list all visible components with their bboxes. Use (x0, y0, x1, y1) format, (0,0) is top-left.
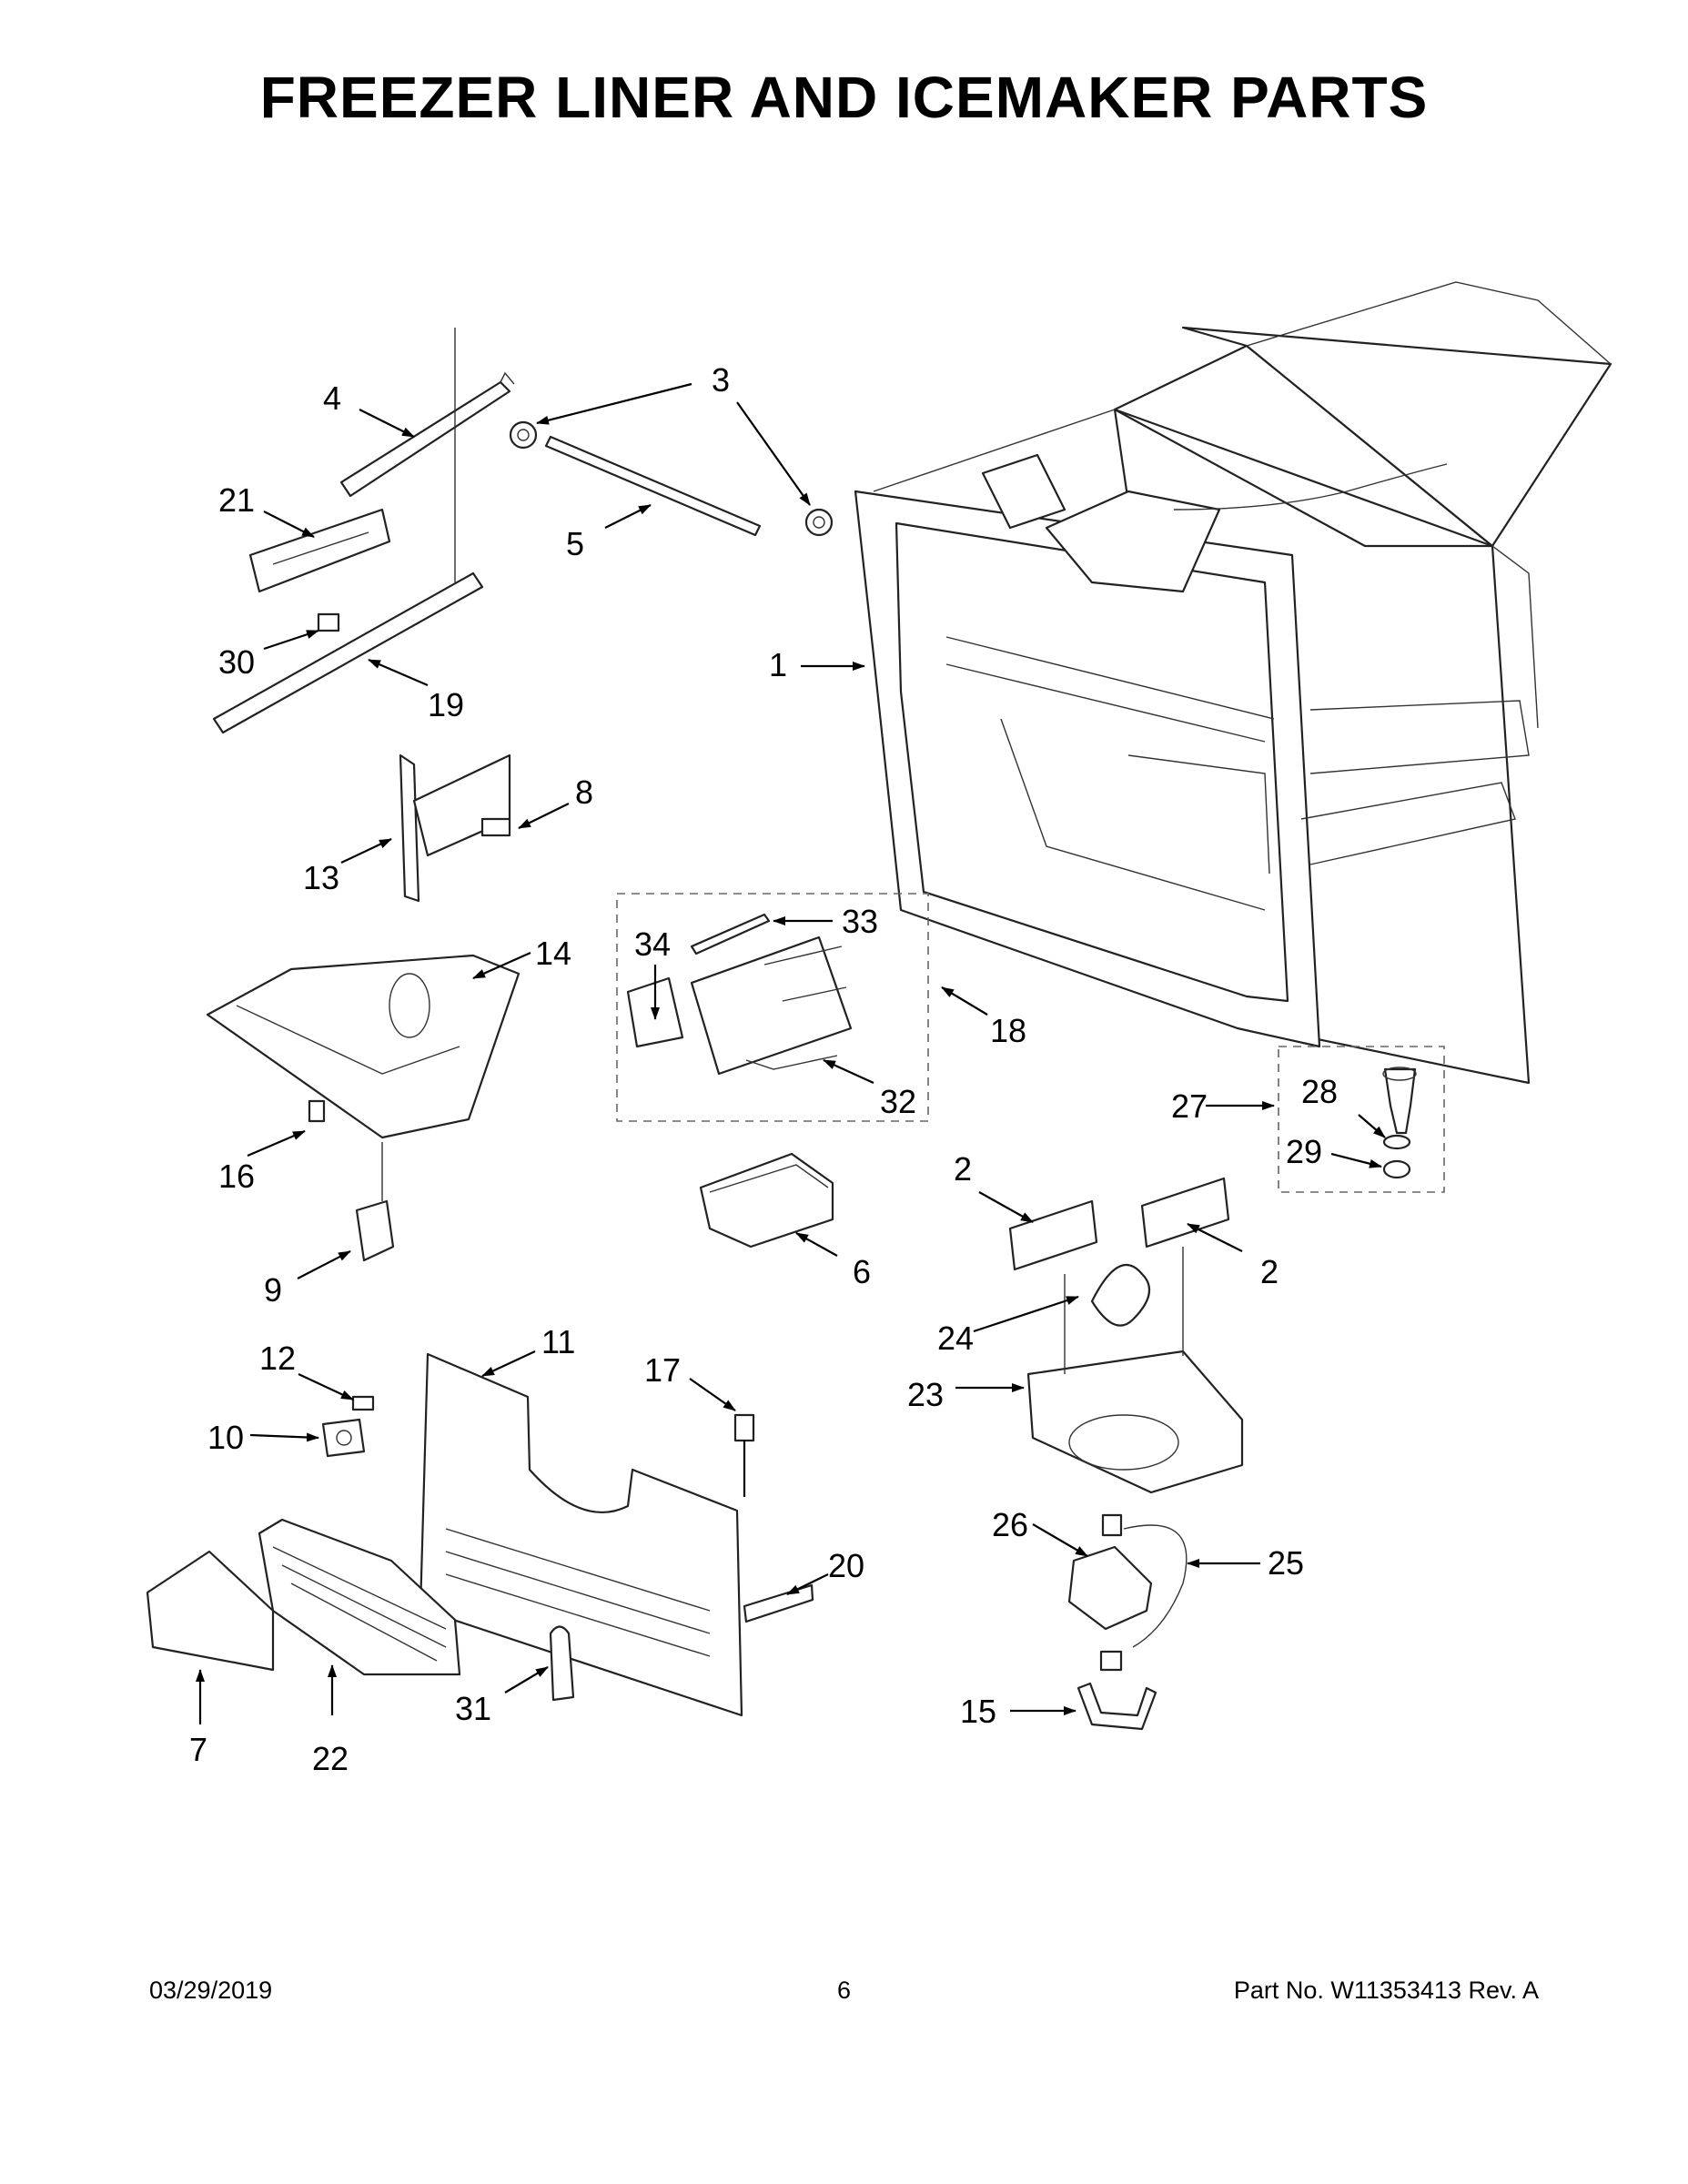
footer-page-number: 6 (836, 1977, 852, 2004)
rail-part-4 (339, 371, 515, 498)
callout-9: 9 (264, 1271, 282, 1309)
callout-21: 21 (218, 481, 255, 519)
callout-30: 30 (218, 643, 255, 681)
wire-harness-part-25 (1123, 1524, 1188, 1648)
fan-shroud-part-23 (1026, 1350, 1244, 1494)
screw-part-30 (317, 612, 340, 632)
thermistor-part-17 (733, 1413, 755, 1497)
bracket-part-13 (399, 753, 511, 903)
callout-27: 27 (1171, 1087, 1208, 1125)
cover-part-7 (146, 1550, 275, 1672)
motor-bracket-part-15 (1076, 1650, 1157, 1731)
gear-part-3 (509, 420, 834, 537)
callout-34: 34 (634, 925, 671, 963)
icemaker-kit-box (616, 893, 929, 1122)
arm-part-32 (745, 1055, 838, 1070)
ring-part-29 (1382, 1134, 1411, 1179)
callout-24: 24 (937, 1320, 974, 1357)
callout-18: 18 (990, 1012, 1026, 1049)
screw-part-12 (351, 1395, 375, 1411)
deflector-part-14 (206, 954, 521, 1139)
callout-15: 15 (960, 1693, 996, 1730)
callout-14: 14 (535, 935, 571, 972)
callout-4: 4 (323, 379, 341, 417)
callout-8: 8 (575, 774, 593, 811)
callout-26: 26 (992, 1506, 1028, 1543)
callout-28: 28 (1301, 1073, 1338, 1110)
gasket-part-20 (743, 1583, 814, 1623)
damper-part-9 (355, 1199, 395, 1262)
bracket-part-10 (321, 1418, 366, 1458)
page-title: FREEZER LINER AND ICEMAKER PARTS (259, 65, 1429, 130)
harness-part-33 (690, 913, 771, 956)
callout-23: 23 (907, 1376, 944, 1413)
rear-panel-part-11 (419, 1352, 743, 1717)
callout-22: 22 (312, 1740, 349, 1777)
callout-19: 19 (428, 686, 464, 723)
slide-rail-part-19 (212, 571, 484, 734)
callout-25: 25 (1268, 1544, 1304, 1582)
callout-10: 10 (207, 1419, 244, 1456)
callout-7: 7 (189, 1731, 207, 1768)
callout-labels: 3 4 21 5 30 19 1 8 13 14 16 9 33 34 18 3… (189, 361, 1338, 1777)
icemaker-part-18 (690, 935, 853, 1076)
valve-part-28 (1382, 1067, 1417, 1135)
clip-part-16 (308, 1099, 326, 1123)
bracket-part-21 (248, 508, 391, 593)
callout-2a: 2 (954, 1150, 972, 1188)
grille-part-22 (258, 1518, 461, 1676)
callout-2b: 2 (1260, 1253, 1279, 1290)
freezer-liner-part-1 (854, 281, 1612, 1085)
fan-motor-part-26 (1067, 1513, 1153, 1631)
kit-box-27 (1278, 1046, 1445, 1193)
callout-12: 12 (259, 1340, 296, 1377)
callout-31: 31 (455, 1690, 491, 1727)
callout-6: 6 (853, 1253, 871, 1290)
callout-17: 17 (644, 1351, 681, 1389)
footer-date: 03/29/2019 (149, 1977, 273, 2004)
screw-part-8 (480, 817, 511, 837)
callout-20: 20 (828, 1547, 864, 1584)
pad-part-2 (1008, 1177, 1230, 1271)
callout-11: 11 (541, 1323, 575, 1360)
clip-part-31 (549, 1625, 575, 1702)
callout-33: 33 (842, 903, 878, 940)
callout-1: 1 (769, 646, 787, 683)
fan-blade-part-24 (1090, 1264, 1151, 1327)
shaft-part-5 (544, 435, 762, 537)
ice-bucket-part-6 (699, 1152, 834, 1249)
callout-13: 13 (303, 859, 339, 896)
footer-part-number: Part No. W11353413 Rev. A (1233, 1977, 1539, 2004)
callout-5: 5 (566, 525, 584, 562)
callout-3: 3 (712, 361, 730, 399)
callout-16: 16 (218, 1158, 255, 1195)
leader-lines (196, 382, 1386, 1724)
callout-32: 32 (880, 1083, 916, 1120)
callout-29: 29 (1286, 1133, 1322, 1170)
